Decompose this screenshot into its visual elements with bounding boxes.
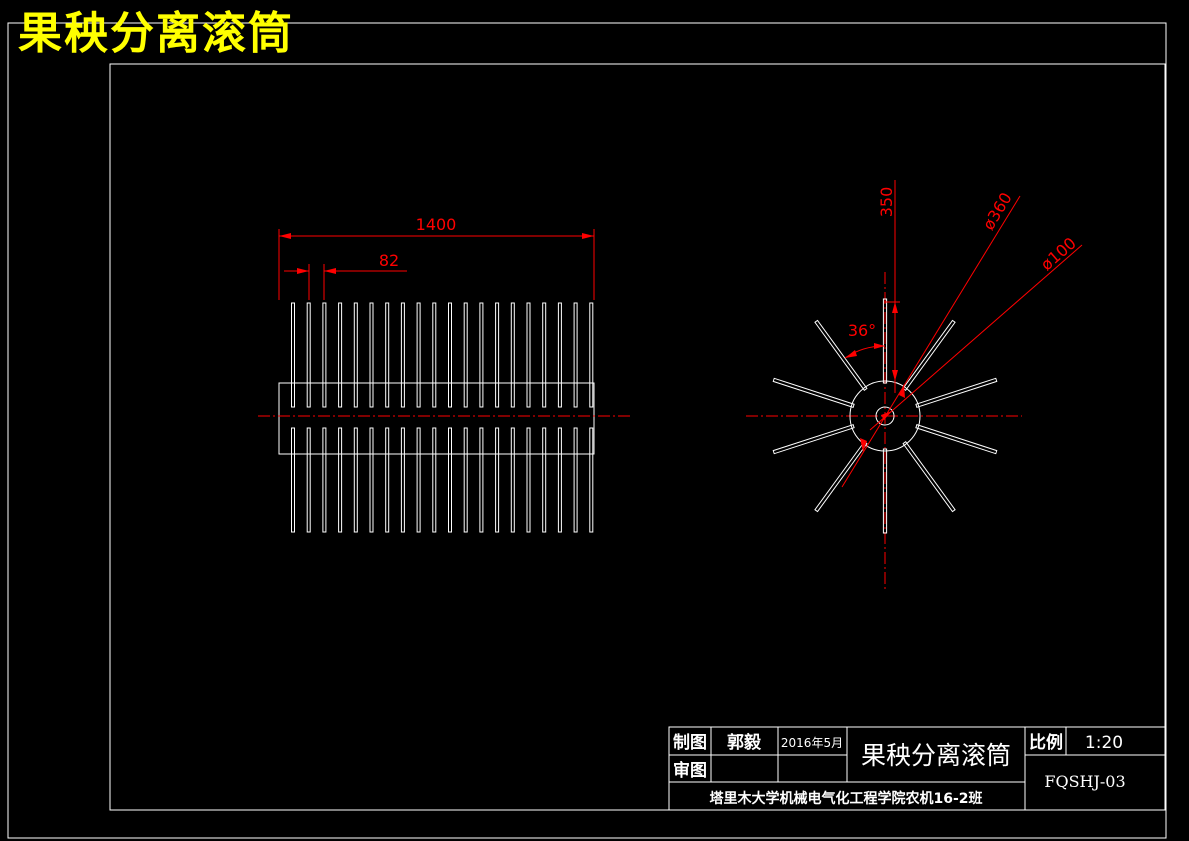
tine-top [542, 302, 547, 408]
outer-border [7, 22, 1167, 839]
tine-top [416, 302, 421, 408]
tine-top [589, 302, 594, 408]
tine-top [291, 302, 295, 408]
tine-top [385, 302, 390, 408]
drawing-number: FQSHJ-03 [1044, 772, 1125, 791]
inner-frame [109, 63, 1166, 811]
tine-bottom [306, 427, 311, 533]
tine-bottom [338, 427, 343, 533]
radial-tine [772, 424, 855, 455]
tine-top [479, 302, 484, 408]
radial-tine [915, 377, 998, 408]
drawn-name: 郭毅 [727, 732, 762, 753]
tine-top [463, 302, 468, 408]
tine-bottom [353, 427, 358, 533]
dim-overall-label: 1400 [416, 215, 457, 234]
tine-top [369, 302, 374, 408]
part-name: 果秧分离滚筒 [861, 741, 1011, 770]
tine-top [495, 302, 500, 408]
side-view: 350 ø360 ø100 36° [746, 180, 1083, 590]
tine-bottom [448, 427, 452, 533]
tine-bottom [510, 427, 515, 533]
radial-tine [902, 441, 956, 513]
institution: 塔里木大学机械电气化工程学院农机16-2班 [709, 790, 982, 807]
radial-tine [902, 319, 956, 391]
dim-radius-label: 350 [877, 187, 896, 218]
tine-bottom [573, 427, 578, 533]
drawn-label: 制图 [673, 732, 707, 753]
tine-bottom [557, 427, 562, 533]
tine-top [510, 302, 515, 408]
tine-bottom [400, 427, 405, 533]
front-view: 1400 82 [258, 215, 632, 533]
tine-top [400, 302, 405, 408]
radial-tine [814, 441, 868, 513]
tine-bottom [432, 427, 437, 533]
front-tines-group [291, 302, 594, 533]
check-label: 审图 [673, 760, 707, 781]
tine-top [432, 302, 437, 408]
draw-date: 2016年5月 [781, 736, 843, 750]
dim-outer-diameter [841, 195, 1021, 488]
drum-outer-circle [849, 380, 921, 452]
radial-tine [882, 448, 888, 534]
side-tines-group [772, 298, 998, 534]
dim-radius [884, 180, 900, 393]
tine-bottom [589, 427, 594, 533]
tine-bottom [322, 427, 327, 533]
tine-bottom [291, 427, 295, 533]
tine-bottom [463, 427, 468, 533]
drawing-title: 果秧分离滚筒 [18, 8, 294, 59]
drum-body [278, 382, 595, 455]
dim-overall-length [278, 229, 595, 300]
scale-value: 1:20 [1085, 733, 1123, 753]
tine-top [338, 302, 343, 408]
dim-pitch-label: 82 [379, 251, 399, 270]
tine-top [557, 302, 562, 408]
dim-inner-diameter [869, 244, 1083, 431]
tine-bottom [495, 427, 500, 533]
tine-bottom [526, 427, 531, 533]
tine-top [306, 302, 311, 408]
tine-bottom [416, 427, 421, 533]
tine-top [526, 302, 531, 408]
tine-bottom [542, 427, 547, 533]
title-block [668, 726, 1166, 811]
tine-top [448, 302, 452, 408]
dim-pitch [284, 264, 407, 300]
radial-tine [915, 424, 998, 455]
shaft-circle [875, 406, 895, 426]
tine-bottom [369, 427, 374, 533]
tine-bottom [479, 427, 484, 533]
tine-top [573, 302, 578, 408]
dim-angle-label: 36° [848, 321, 876, 340]
tine-top [322, 302, 327, 408]
scale-label: 比例 [1029, 732, 1063, 753]
radial-tine [772, 377, 855, 408]
radial-tine [882, 298, 888, 384]
dim-angle [844, 343, 886, 359]
tine-bottom [385, 427, 390, 533]
radial-tine [814, 319, 868, 391]
tine-top [353, 302, 358, 408]
dim-inner-diameter-label: ø100 [1037, 233, 1080, 274]
